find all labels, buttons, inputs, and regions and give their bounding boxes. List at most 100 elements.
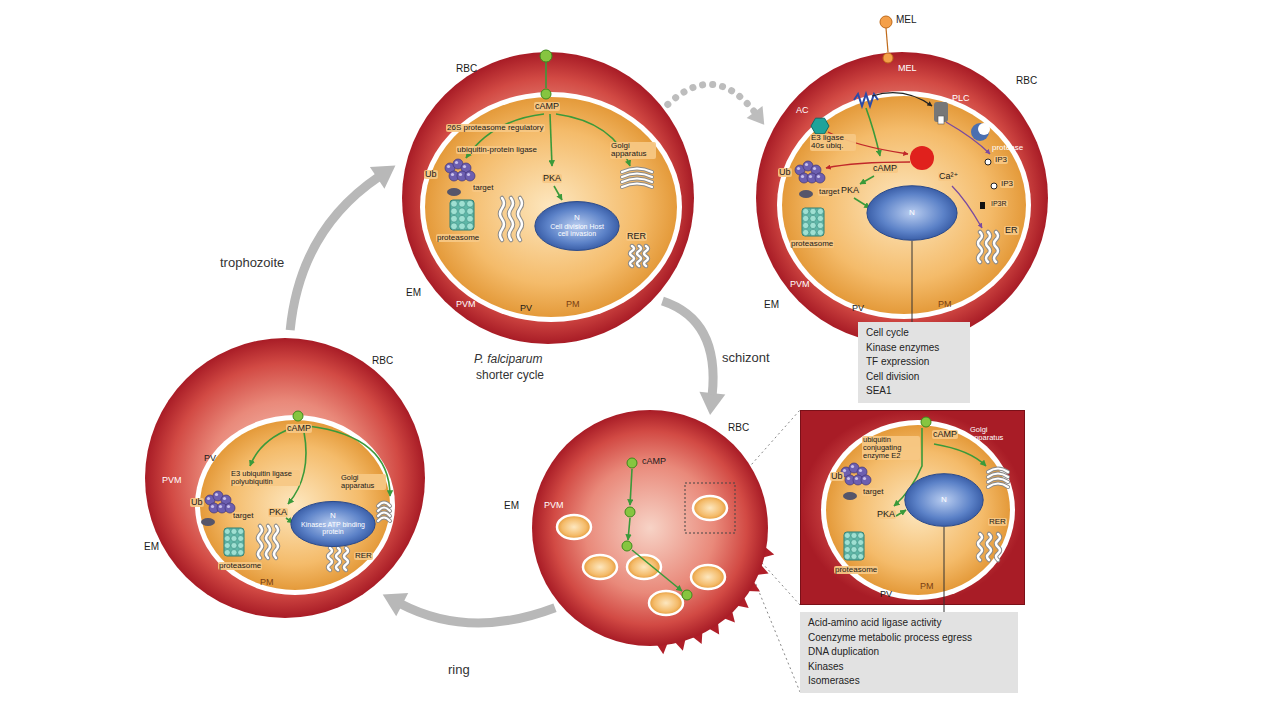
text-label: E3 ligase 40s ubiq. bbox=[810, 134, 856, 151]
inset-background bbox=[801, 411, 1025, 605]
bead-highlight bbox=[463, 165, 466, 168]
bead-highlight bbox=[451, 173, 454, 176]
list-item: SEA1 bbox=[866, 384, 962, 399]
nucleus-text-group: N bbox=[904, 472, 984, 528]
golgi-cisterna bbox=[622, 169, 652, 173]
red-blood-cell bbox=[532, 410, 768, 646]
kinase-g bbox=[910, 146, 934, 170]
camp-molecule bbox=[627, 458, 637, 468]
list-item: Kinases bbox=[808, 660, 1010, 675]
proteasome-subunit bbox=[844, 547, 850, 553]
target-protein bbox=[447, 188, 461, 196]
bead-highlight bbox=[859, 469, 862, 472]
text-label: target bbox=[818, 188, 840, 196]
text-label: ER bbox=[1004, 226, 1019, 235]
text-label: RBC bbox=[456, 64, 477, 75]
leader-line bbox=[912, 241, 913, 322]
text-label: PV bbox=[520, 304, 532, 313]
stage-label: trophozoite bbox=[220, 255, 284, 270]
golgi-cisterna bbox=[622, 179, 652, 183]
ubiquitin-bead bbox=[815, 173, 825, 183]
binding-line bbox=[886, 28, 888, 52]
er-membrane bbox=[328, 548, 332, 570]
list-item: TF expression bbox=[866, 355, 962, 370]
text-label: ubiquitin-protein ligase bbox=[456, 146, 538, 154]
text-label: PM bbox=[920, 582, 934, 591]
vacuole-membrane bbox=[420, 92, 682, 322]
proteasome-subunit bbox=[858, 547, 864, 553]
nucleus-text-group: N bbox=[866, 184, 958, 242]
text-label: E3 ubiquitin ligase polyubiquitin bbox=[230, 470, 300, 486]
merozoite bbox=[693, 496, 727, 520]
golgi-cisterna bbox=[378, 513, 390, 517]
text-label: IP3R bbox=[990, 200, 1008, 207]
merozoite bbox=[649, 591, 683, 615]
proteasome-subunit bbox=[231, 543, 237, 549]
bead-highlight bbox=[797, 167, 800, 170]
phospholipase-c bbox=[938, 116, 944, 124]
nucleus: NCell division Host cell invasion bbox=[534, 200, 620, 252]
proteasome-subunit bbox=[817, 222, 823, 228]
signal-arrow bbox=[288, 432, 306, 504]
list-item: Isomerases bbox=[808, 674, 1010, 689]
proteasome-subunit bbox=[810, 222, 816, 228]
merozoite bbox=[557, 515, 591, 539]
inset-panel: ubiquitin conjugating enzyme E2cAMPGolgi… bbox=[800, 410, 1025, 605]
text-label: RER bbox=[626, 232, 647, 241]
er-membrane bbox=[336, 548, 340, 570]
proteasome-subunit bbox=[844, 554, 850, 560]
cell-illustration bbox=[500, 405, 775, 655]
er-membrane bbox=[637, 246, 641, 266]
proteasome-subunit bbox=[851, 540, 857, 546]
proteasome-subunit bbox=[817, 229, 823, 235]
proteasome-subunit bbox=[224, 543, 230, 549]
proteasome-subunit bbox=[231, 550, 237, 556]
merozoite bbox=[691, 565, 725, 589]
proteasome-subunit bbox=[459, 215, 466, 222]
er-membrane bbox=[994, 232, 998, 262]
text-label: Ub bbox=[424, 170, 438, 179]
nucleus-outline bbox=[291, 501, 375, 546]
ubiquitin-bead bbox=[465, 171, 475, 181]
parasite-body bbox=[782, 96, 1026, 314]
ip3-molecule bbox=[985, 159, 991, 165]
text-label: RBC bbox=[728, 423, 749, 434]
bead-highlight bbox=[447, 165, 450, 168]
parasite-body bbox=[826, 425, 1010, 595]
camp-molecule bbox=[625, 507, 635, 517]
nucleus-text-group: NCell division Host cell invasion bbox=[534, 200, 620, 252]
er-membrane bbox=[344, 548, 348, 570]
cell-art bbox=[402, 50, 694, 344]
proteasome-body bbox=[844, 532, 864, 560]
bead-highlight bbox=[215, 493, 218, 496]
text-label: proteasome bbox=[790, 240, 834, 248]
cycle-arrow bbox=[662, 301, 725, 415]
text-label: Ub bbox=[830, 472, 844, 481]
er-membrane bbox=[978, 232, 982, 262]
er-membrane bbox=[274, 526, 278, 558]
trophozoite-cell: RBCcAMP26S proteasome regulatoryubiquiti… bbox=[400, 50, 696, 346]
cycle-arrow bbox=[668, 84, 764, 124]
proteasome-subunit bbox=[810, 208, 816, 214]
ip3-molecule bbox=[991, 183, 997, 189]
signal-arrow bbox=[632, 550, 682, 591]
er-membrane bbox=[500, 198, 504, 240]
proteasome-subunit bbox=[238, 550, 244, 556]
bead-highlight bbox=[805, 163, 808, 166]
ring-cell: RBCPVMPVcAMPE3 ubiquitin ligase polyubiq… bbox=[140, 336, 430, 622]
proteasome-subunit bbox=[451, 223, 458, 230]
er-membrane bbox=[509, 198, 513, 240]
proteasome-subunit bbox=[858, 533, 864, 539]
arrow-shaft bbox=[290, 177, 379, 330]
text-label: EM bbox=[144, 542, 159, 553]
leader-line bbox=[944, 527, 945, 612]
proteasome-subunit bbox=[467, 200, 474, 207]
er-membrane bbox=[328, 548, 332, 570]
text-label: PM bbox=[566, 300, 580, 309]
er-membrane bbox=[509, 198, 513, 240]
proteasome-subunit bbox=[858, 540, 864, 546]
camp-molecule bbox=[540, 50, 552, 62]
text-label: cAMP bbox=[534, 102, 560, 111]
schizont-cell: cAMPRBCEMPVM bbox=[500, 405, 775, 655]
